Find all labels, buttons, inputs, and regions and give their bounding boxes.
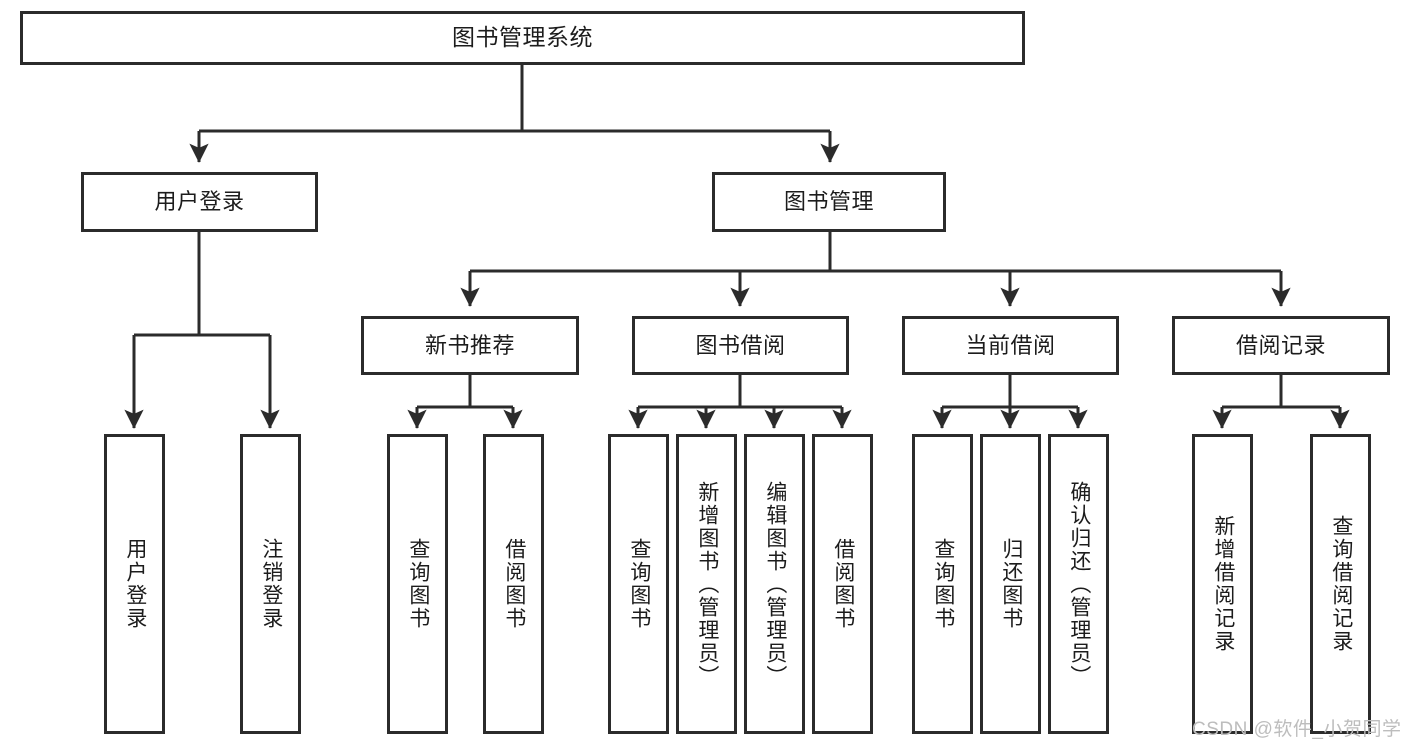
- node-leaf-confirm-return[interactable]: 确认归还（管理员）: [1048, 434, 1109, 734]
- node-current-borrow-label: 当前借阅: [965, 332, 1056, 358]
- csdn-watermark: CSDN @软件_小贺同学: [1192, 719, 1402, 740]
- node-user-login[interactable]: 用户登录: [81, 172, 318, 232]
- node-leaf-edit-book-label: 编辑图书（管理员）: [763, 480, 787, 688]
- node-leaf-logout-label: 注销登录: [259, 538, 283, 630]
- node-leaf-confirm-return-label: 确认归还（管理员）: [1067, 480, 1091, 688]
- node-leaf-add-record[interactable]: 新增借阅记录: [1192, 434, 1253, 734]
- node-leaf-query-book-3-label: 查询图书: [931, 538, 955, 630]
- node-leaf-query-record[interactable]: 查询借阅记录: [1310, 434, 1371, 734]
- node-current-borrow[interactable]: 当前借阅: [902, 316, 1119, 375]
- node-leaf-borrow-book-1[interactable]: 借阅图书: [483, 434, 544, 734]
- node-book-borrow[interactable]: 图书借阅: [632, 316, 849, 375]
- node-leaf-add-book[interactable]: 新增图书（管理员）: [676, 434, 737, 734]
- node-leaf-return-book[interactable]: 归还图书: [980, 434, 1041, 734]
- node-new-book-rec-label: 新书推荐: [424, 332, 515, 358]
- node-leaf-logout[interactable]: 注销登录: [240, 434, 301, 734]
- node-leaf-query-book-2[interactable]: 查询图书: [608, 434, 669, 734]
- node-leaf-query-book-2-label: 查询图书: [627, 538, 651, 630]
- node-leaf-query-book-1[interactable]: 查询图书: [387, 434, 448, 734]
- node-borrow-record-label: 借阅记录: [1235, 332, 1326, 358]
- node-book-manage-label: 图书管理: [783, 189, 874, 215]
- node-leaf-query-book-3[interactable]: 查询图书: [912, 434, 973, 734]
- node-leaf-edit-book[interactable]: 编辑图书（管理员）: [744, 434, 805, 734]
- node-leaf-user-login[interactable]: 用户登录: [104, 434, 165, 734]
- node-borrow-record[interactable]: 借阅记录: [1172, 316, 1390, 375]
- node-leaf-borrow-book-1-label: 借阅图书: [502, 538, 526, 630]
- node-book-manage[interactable]: 图书管理: [712, 172, 946, 232]
- node-leaf-borrow-book-2-label: 借阅图书: [831, 538, 855, 630]
- node-book-borrow-label: 图书借阅: [695, 332, 786, 358]
- node-leaf-add-book-label: 新增图书（管理员）: [695, 480, 719, 688]
- node-root-label: 图书管理系统: [452, 24, 593, 51]
- node-leaf-query-record-label: 查询借阅记录: [1329, 515, 1353, 653]
- node-new-book-rec[interactable]: 新书推荐: [361, 316, 579, 375]
- node-leaf-user-login-label: 用户登录: [123, 538, 147, 630]
- node-leaf-borrow-book-2[interactable]: 借阅图书: [812, 434, 873, 734]
- node-user-login-label: 用户登录: [154, 189, 245, 215]
- node-leaf-return-book-label: 归还图书: [999, 538, 1023, 630]
- node-root[interactable]: 图书管理系统: [20, 11, 1025, 65]
- node-leaf-add-record-label: 新增借阅记录: [1211, 515, 1235, 653]
- node-leaf-query-book-1-label: 查询图书: [406, 538, 430, 630]
